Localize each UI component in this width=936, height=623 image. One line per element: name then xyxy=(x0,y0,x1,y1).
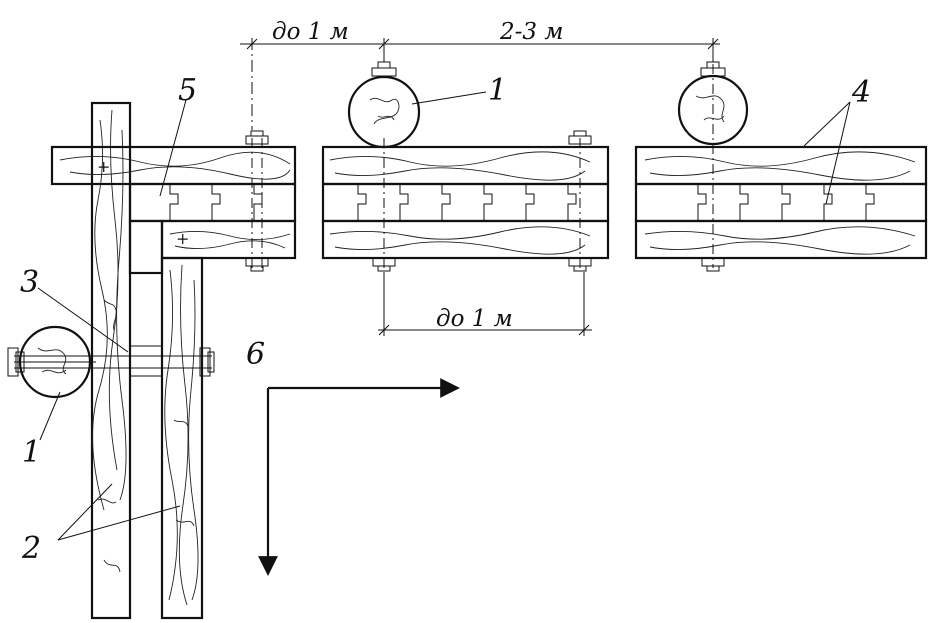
right-top-board xyxy=(634,145,928,186)
middle-bottom-board xyxy=(321,219,610,260)
svg-text:+: + xyxy=(176,229,189,248)
dimension-label-bottom: до 1 м xyxy=(436,306,513,332)
wall-segment-middle xyxy=(321,61,610,272)
corner-assembly: + + xyxy=(50,130,297,275)
callout-5: 5 xyxy=(178,73,197,108)
vertical-post-right xyxy=(160,256,204,620)
middle-top-board xyxy=(321,145,610,186)
side-log-assembly xyxy=(7,325,215,399)
callout-1-top: 1 xyxy=(488,73,507,108)
corner-stud xyxy=(129,220,163,274)
callout-3: 3 xyxy=(20,265,39,300)
round-log-top-middle xyxy=(347,75,421,149)
labels: до 1 м 2-3 м до 1 м 1 1 2 3 4 5 6 xyxy=(20,19,871,566)
dimension-label-top-left: до 1 м xyxy=(272,19,349,45)
right-panel-section xyxy=(635,183,927,222)
wall-segment-right xyxy=(634,44,928,272)
leader-lines xyxy=(37,91,851,541)
svg-text:+: + xyxy=(97,157,110,176)
callout-6: 6 xyxy=(246,337,265,372)
callout-2: 2 xyxy=(21,531,41,566)
dimension-label-top-right: 2-3 м xyxy=(499,19,563,45)
vertical-posts xyxy=(90,101,204,620)
right-bottom-board xyxy=(634,219,928,260)
dimension-lines xyxy=(240,38,720,336)
callout-1-left: 1 xyxy=(22,435,41,470)
callout-4: 4 xyxy=(851,75,871,110)
axis-arrows xyxy=(258,378,460,576)
